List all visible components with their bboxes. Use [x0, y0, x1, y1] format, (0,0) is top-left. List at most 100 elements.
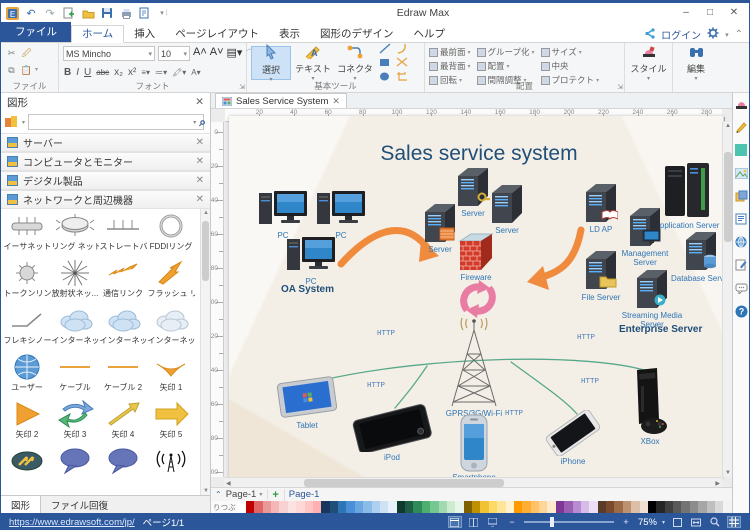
xbox-node[interactable]	[627, 366, 673, 436]
color-swatch[interactable]	[689, 501, 699, 513]
page-tab[interactable]: Page-1	[288, 489, 320, 500]
shapes-scrollbar[interactable]: ▲▼	[200, 209, 210, 495]
share-icon[interactable]	[644, 27, 655, 42]
gear-icon[interactable]	[707, 27, 719, 42]
server-node[interactable]	[684, 229, 718, 273]
color-swatch[interactable]	[530, 501, 540, 513]
grow-font-icon[interactable]: A˄	[193, 46, 207, 58]
shape-item-ユーザー[interactable]: ユーザー	[3, 352, 51, 399]
normal-view-icon[interactable]	[447, 516, 462, 528]
fit-width-icon[interactable]	[689, 516, 703, 528]
color-swatch[interactable]	[723, 501, 732, 513]
format-button-1[interactable]: I	[76, 66, 80, 78]
color-swatch[interactable]	[346, 501, 355, 513]
color-swatch[interactable]	[589, 501, 598, 513]
color-swatch[interactable]	[555, 501, 565, 513]
category-close-icon[interactable]: ✕	[195, 194, 204, 205]
arrange-item-プロテクト[interactable]: プロテクト▾	[540, 74, 599, 86]
bullets-icon[interactable]: ≔▾	[155, 67, 168, 77]
shape-item-antenna[interactable]	[147, 446, 195, 493]
line-spacing-icon[interactable]: ≡▾	[141, 67, 151, 77]
help-icon[interactable]: ?	[734, 304, 748, 318]
vertical-scrollbar[interactable]: ▲▼	[722, 122, 732, 477]
shape-item-ellipsearrows[interactable]	[3, 446, 51, 493]
panel-tab-0[interactable]: 図形	[1, 496, 42, 513]
color-swatch[interactable]	[254, 501, 263, 513]
shape-item-イーサネット[interactable]: イーサネット	[3, 211, 51, 258]
color-swatch[interactable]	[287, 501, 297, 513]
edrawsoft-link[interactable]: https://www.edrawsoft.com/jp/	[9, 516, 135, 528]
color-swatch[interactable]	[639, 501, 648, 513]
color-swatch[interactable]	[580, 501, 590, 513]
firewall-node[interactable]	[458, 232, 494, 272]
grid-view-icon[interactable]	[727, 516, 741, 528]
shape-item-bubble[interactable]	[51, 446, 99, 493]
zoom-slider-knob[interactable]	[549, 517, 554, 527]
server-node[interactable]	[490, 183, 524, 225]
color-swatch[interactable]	[522, 501, 531, 513]
shape-item-インターネッ...[interactable]: インターネッ...	[51, 305, 99, 352]
server-node[interactable]	[584, 182, 619, 224]
shape-item-インターネッ...[interactable]: インターネッ...	[147, 305, 195, 352]
crop-tool-icon[interactable]	[395, 71, 409, 84]
color-swatch[interactable]	[606, 501, 615, 513]
color-swatch[interactable]	[547, 501, 556, 513]
color-swatch[interactable]	[329, 501, 339, 513]
tool-dropdown-icon[interactable]: ▾	[269, 76, 273, 83]
shape-item-ケーブル[interactable]: ケーブル	[51, 352, 99, 399]
pc-node[interactable]	[257, 188, 309, 230]
library-icon[interactable]	[5, 116, 19, 128]
shapes-search-input[interactable]	[28, 114, 205, 130]
edit-doc-icon[interactable]	[734, 258, 748, 272]
color-swatch[interactable]	[647, 501, 657, 513]
category-3[interactable]: ネットワークと周辺機器✕	[1, 190, 210, 209]
shape-item-ストレートバス[interactable]: ストレートバス	[99, 211, 147, 258]
select-tool-button[interactable]: 選択▾	[251, 43, 291, 83]
server-node[interactable]	[584, 248, 618, 292]
arrange-item-中央[interactable]: 中央	[540, 60, 600, 72]
format-painter-icon[interactable]: 🖉	[21, 47, 32, 58]
zoom-out-icon[interactable]: −	[509, 517, 515, 527]
library-dropdown-icon[interactable]: ▾	[22, 119, 26, 126]
color-swatch[interactable]	[480, 501, 489, 513]
color-swatch[interactable]	[673, 501, 682, 513]
tower-node[interactable]	[443, 315, 505, 408]
color-swatch[interactable]	[363, 501, 372, 513]
color-swatch[interactable]	[681, 501, 690, 513]
color-swatch[interactable]	[497, 501, 506, 513]
menu-tab-file[interactable]: ファイル	[1, 22, 71, 42]
color-swatch[interactable]	[237, 501, 246, 513]
category-close-icon[interactable]: ✕	[195, 156, 204, 167]
pc-node[interactable]	[285, 234, 337, 276]
color-swatch[interactable]	[296, 501, 305, 513]
zoom-in-icon[interactable]: +	[623, 517, 629, 527]
cut-icon[interactable]: ✂	[7, 47, 16, 58]
color-swatch[interactable]	[614, 501, 623, 513]
new-file-icon[interactable]	[62, 6, 76, 20]
color-swatch[interactable]	[321, 501, 330, 513]
shape-item-放射状ネッ...[interactable]: 放射状ネッ...	[51, 258, 99, 305]
color-swatch[interactable]	[379, 501, 389, 513]
color-swatch[interactable]	[664, 501, 674, 513]
font-dialog-launcher-icon[interactable]: ⇲	[239, 84, 245, 91]
color-swatch[interactable]	[245, 501, 255, 513]
maximize-button[interactable]: □	[706, 7, 714, 18]
mainframe-node[interactable]	[661, 160, 713, 220]
edit-button[interactable]: 編集▾	[677, 46, 715, 82]
document-tab-close-icon[interactable]: ✕	[332, 95, 340, 106]
color-swatch[interactable]	[539, 501, 548, 513]
iphone-node[interactable]	[539, 409, 607, 457]
globe-icon[interactable]	[734, 235, 748, 249]
shape-item-矢印 4[interactable]: 矢印 4	[99, 399, 147, 446]
color-swatch[interactable]	[279, 501, 288, 513]
category-close-icon[interactable]: ✕	[195, 137, 204, 148]
color-swatch[interactable]	[714, 501, 724, 513]
close-button[interactable]: ✕	[729, 7, 739, 18]
shape-item-フレキシノー...[interactable]: フレキシノー...	[3, 305, 51, 352]
arrange-item-間隔調整[interactable]: 間隔調整▾	[476, 74, 535, 86]
freeform-tool-icon[interactable]	[395, 57, 409, 70]
color-swatch[interactable]	[271, 501, 280, 513]
category-close-icon[interactable]: ✕	[195, 175, 204, 186]
print-icon[interactable]	[119, 6, 133, 20]
